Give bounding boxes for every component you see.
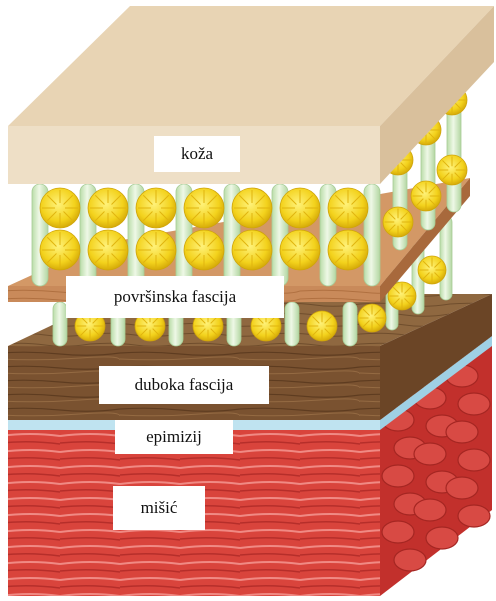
fat-globule	[280, 230, 320, 270]
fat-globule	[383, 207, 413, 237]
label-epimysium: epimizij	[115, 420, 233, 454]
muscle-cell	[446, 421, 478, 443]
fat-globule	[328, 188, 368, 228]
muscle-cell	[414, 499, 446, 521]
label-muscle: mišić	[113, 486, 205, 530]
fat-globule	[88, 230, 128, 270]
label-skin: koža	[154, 136, 240, 172]
fat-globule	[232, 188, 272, 228]
fat-globule	[411, 181, 441, 211]
fat-globule	[136, 188, 176, 228]
fat-globule	[184, 230, 224, 270]
muscle-cell	[394, 549, 426, 571]
fiber-column	[53, 302, 67, 346]
fat-globule	[280, 188, 320, 228]
fat-globule	[88, 188, 128, 228]
fat-globule	[307, 311, 337, 341]
muscle-cell	[426, 527, 458, 549]
muscle-cell	[458, 505, 490, 527]
muscle-cell	[414, 443, 446, 465]
label-superficial-fascia: površinska fascija	[66, 276, 284, 318]
fat-globule	[40, 230, 80, 270]
muscle-cell	[382, 465, 414, 487]
muscle-cell	[446, 477, 478, 499]
fat-globule	[328, 230, 368, 270]
fiber-column	[285, 302, 299, 346]
fat-globule	[184, 188, 224, 228]
muscle-cell	[382, 521, 414, 543]
muscle-cell	[458, 449, 490, 471]
fat-globule	[232, 230, 272, 270]
fat-globule	[40, 188, 80, 228]
fat-globule	[358, 304, 386, 332]
fat-globule	[418, 256, 446, 284]
fiber-column	[343, 302, 357, 346]
label-deep-fascia: duboka fascija	[99, 366, 269, 404]
fat-globule	[437, 155, 467, 185]
fat-globule	[136, 230, 176, 270]
muscle-cell	[458, 393, 490, 415]
